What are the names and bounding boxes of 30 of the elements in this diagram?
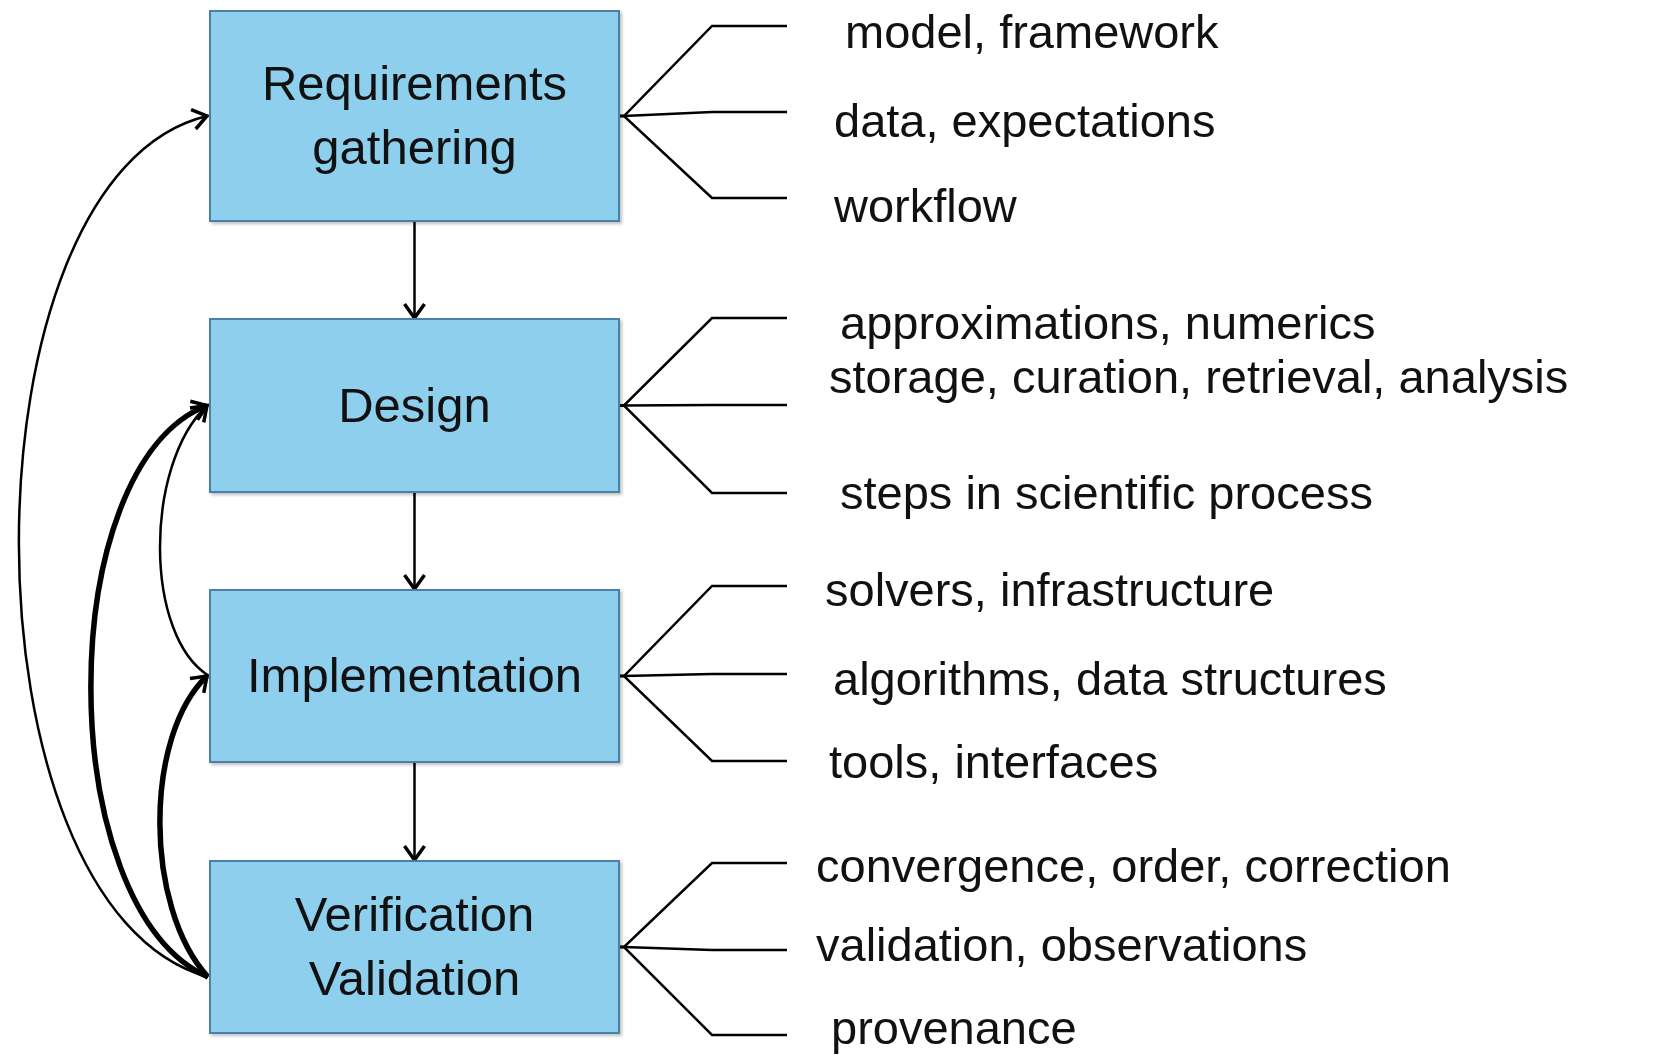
process-box	[209, 589, 620, 763]
branch-label: tools, interfaces	[829, 736, 1159, 788]
box-label: Requirements gathering	[261, 55, 568, 176]
box-label: Verification Validation	[293, 886, 536, 1007]
branch-label: algorithms, data structures	[833, 653, 1387, 705]
arrow	[88, 402, 210, 980]
connector-line	[620, 114, 787, 200]
arrow	[402, 222, 427, 320]
process-box	[209, 10, 620, 222]
branch-label: provenance	[831, 1002, 1077, 1054]
arrow	[157, 674, 211, 979]
arrow	[158, 403, 210, 677]
branch-label: convergence, order, correction	[816, 840, 1451, 892]
arrow	[402, 763, 427, 862]
connector-line	[620, 674, 787, 763]
branch-label: approximations, numerics	[840, 297, 1376, 349]
arrow	[402, 493, 427, 591]
branch-label: model, framework	[845, 6, 1219, 58]
branch-label: storage, curation, retrieval, analysis	[829, 351, 1569, 403]
connector-line	[620, 404, 787, 495]
process-box	[209, 318, 620, 493]
branch-label: data, expectations	[834, 95, 1216, 147]
process-box	[209, 860, 620, 1034]
branch-label: solvers, infrastructure	[825, 564, 1275, 616]
connector-line	[620, 945, 787, 1037]
box-label: Implementation	[247, 647, 582, 705]
branch-label: workflow	[834, 180, 1017, 232]
box-label: Design	[338, 376, 491, 434]
branch-label: validation, observations	[816, 919, 1308, 971]
branch-label: steps in scientific process	[840, 467, 1373, 519]
